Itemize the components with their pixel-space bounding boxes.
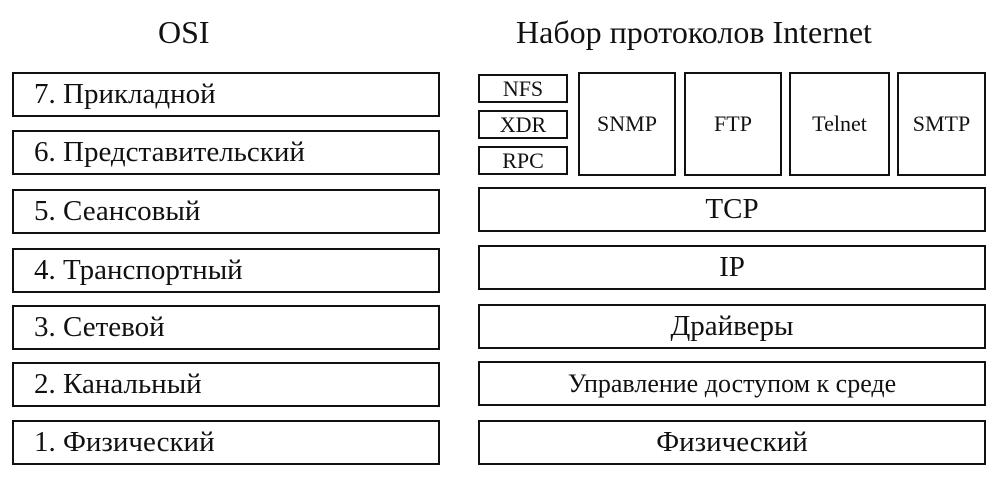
protocol-telnet: Telnet [789, 72, 890, 176]
internet-layer-media-access: Управление доступом к среде [478, 361, 986, 406]
osi-layer-transport: 4. Транспортный [12, 248, 440, 293]
protocol-smtp: SMTP [897, 72, 986, 176]
protocol-xdr: XDR [478, 110, 568, 139]
osi-layer-network: 3. Сетевой [12, 305, 440, 350]
osi-layer-application: 7. Прикладной [12, 72, 440, 117]
osi-heading: OSI [158, 14, 210, 50]
internet-layer-physical: Физический [478, 420, 986, 465]
osi-layer-physical: 1. Физический [12, 420, 440, 465]
protocol-ftp: FTP [684, 72, 782, 176]
osi-layer-datalink: 2. Канальный [12, 362, 440, 407]
protocol-rpc: RPC [478, 146, 568, 175]
protocol-nfs: NFS [478, 74, 568, 103]
internet-layer-ip: IP [478, 245, 986, 290]
osi-layer-session: 5. Сеансовый [12, 189, 440, 234]
internet-layer-drivers: Драйверы [478, 304, 986, 349]
internet-layer-tcp: TCP [478, 187, 986, 232]
internet-heading: Набор протоколов Internet [516, 14, 872, 50]
osi-layer-presentation: 6. Представительский [12, 130, 440, 175]
protocol-snmp: SNMP [578, 72, 676, 176]
